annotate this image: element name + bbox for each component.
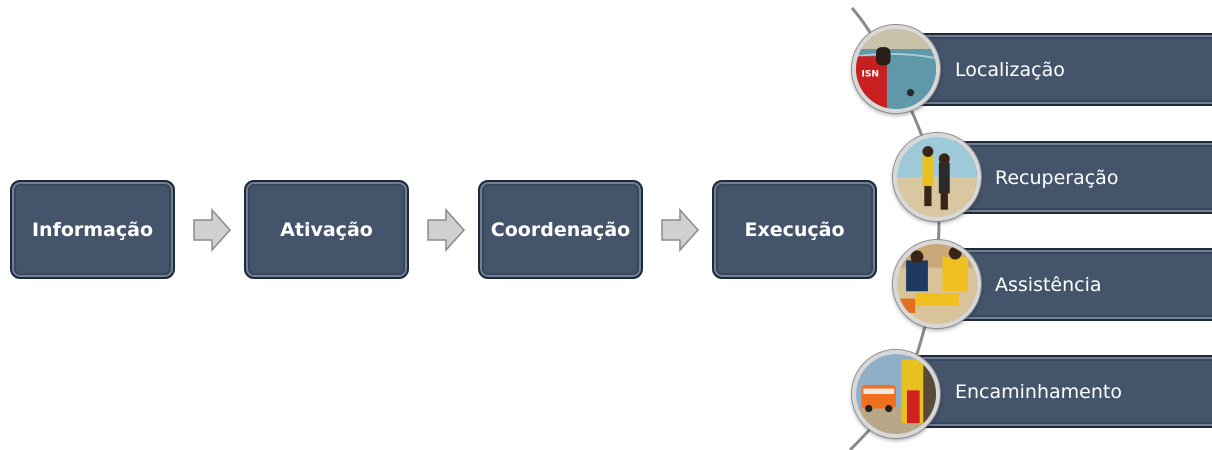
substep-recuperacao: Recuperação [945, 141, 1212, 214]
step-label: Informação [31, 218, 154, 241]
substep-label: Localização [955, 58, 1065, 81]
photo-encaminhamento [852, 350, 940, 438]
step-label: Coordenação [490, 218, 631, 241]
step-label: Ativação [280, 218, 373, 241]
substep-label: Assistência [995, 273, 1102, 296]
photo-assistencia [893, 240, 981, 328]
step-execucao: Execução [712, 180, 877, 279]
substep-label: Encaminhamento [955, 380, 1122, 403]
step-coordenacao: Coordenação [478, 180, 643, 279]
step-informacao: Informação [10, 180, 175, 279]
arrow-right-icon [193, 208, 232, 252]
step-label: Execução [744, 218, 845, 241]
arrow-right-icon [427, 208, 466, 252]
photo-recuperacao [893, 133, 981, 221]
arrow-right-icon [661, 208, 700, 252]
vest-badge: ISN [861, 69, 879, 79]
step-ativacao: Ativação [244, 180, 409, 279]
substep-encaminhamento: Encaminhamento [905, 355, 1212, 428]
photo-localizacao: ISN [852, 25, 940, 113]
substep-assistencia: Assistência [945, 248, 1212, 321]
substep-label: Recuperação [995, 166, 1119, 189]
substep-localizacao: Localização [905, 33, 1212, 106]
